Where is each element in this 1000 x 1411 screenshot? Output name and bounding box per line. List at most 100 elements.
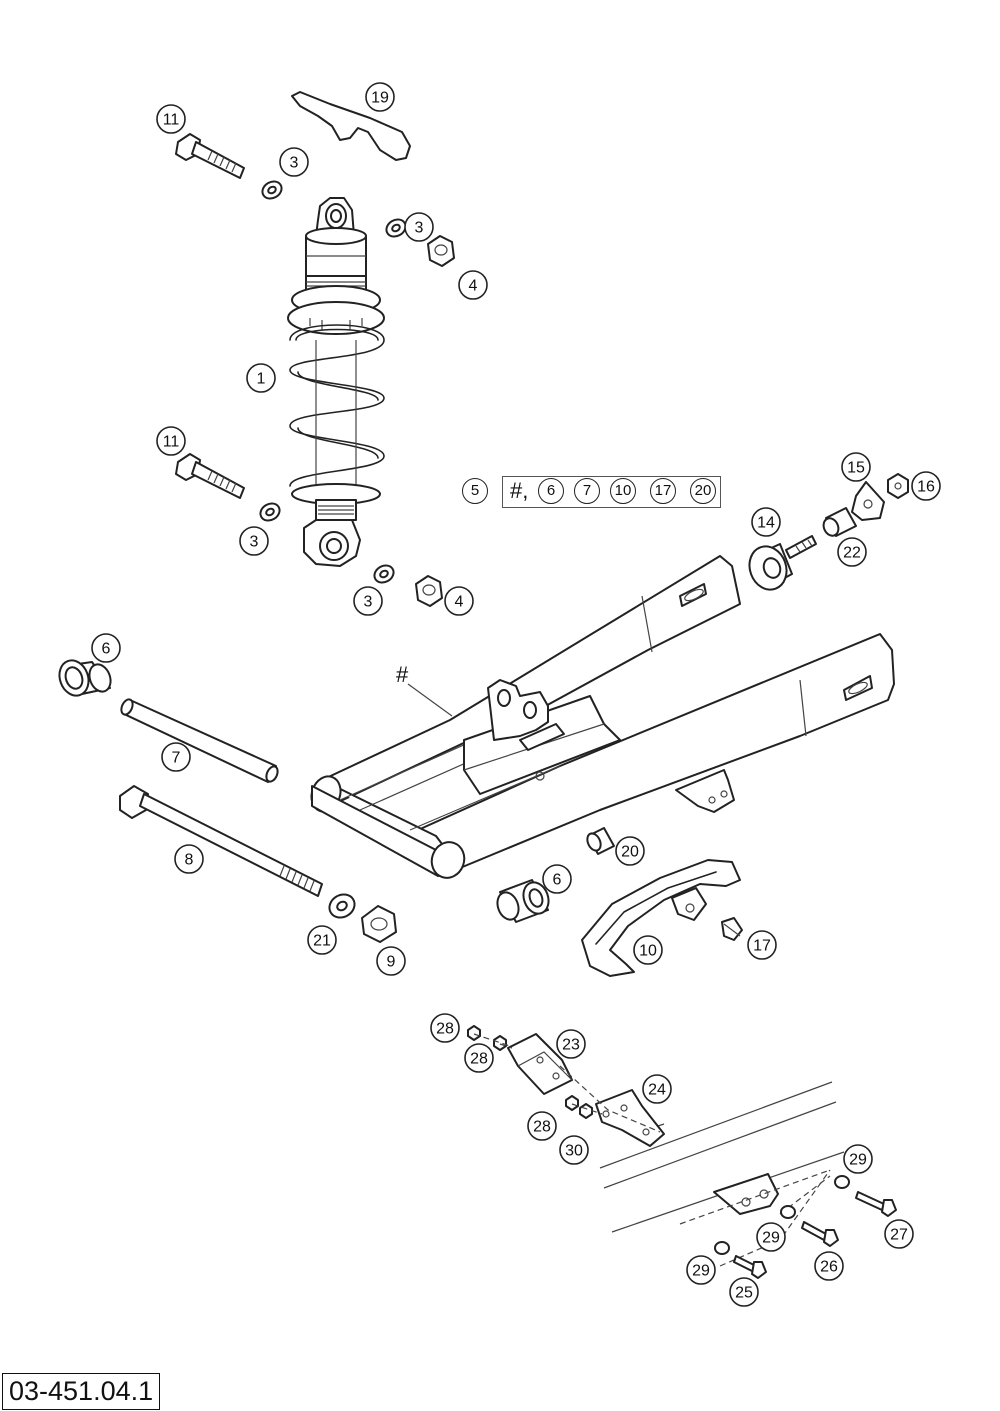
callout-c3a: 3 bbox=[279, 147, 309, 177]
callout-c7: 7 bbox=[161, 742, 191, 772]
screw-27-part bbox=[855, 1191, 897, 1217]
callout-circle bbox=[884, 1219, 914, 1249]
kit-item-20: 20 bbox=[690, 478, 716, 504]
callout-c24: 24 bbox=[642, 1074, 672, 1104]
callout-circle bbox=[353, 586, 383, 616]
callout-label: 28 bbox=[470, 1051, 488, 1068]
callout-c17: 17 bbox=[747, 930, 777, 960]
callout-label: 29 bbox=[692, 1263, 710, 1280]
callout-circle bbox=[642, 1074, 672, 1104]
callout-circle bbox=[458, 270, 488, 300]
chain-roller-part bbox=[748, 535, 817, 591]
callout-circle bbox=[91, 633, 121, 663]
callout-c27: 27 bbox=[884, 1219, 914, 1249]
callout-circle bbox=[843, 1144, 873, 1174]
callout-circle bbox=[615, 836, 645, 866]
callout-c19a: 19 bbox=[365, 82, 395, 112]
callout-label: 28 bbox=[436, 1021, 454, 1038]
callout-c11a: 11 bbox=[156, 104, 186, 134]
plate-24-part bbox=[595, 1089, 665, 1147]
callout-circle bbox=[156, 104, 186, 134]
washer-upper-right bbox=[385, 218, 407, 238]
washer-29-c bbox=[714, 1241, 730, 1255]
callout-c3d: 3 bbox=[353, 586, 383, 616]
callout-circle bbox=[365, 82, 395, 112]
assembly-leader bbox=[407, 683, 453, 717]
washer-29-a bbox=[834, 1175, 850, 1189]
washer-upper-left bbox=[261, 180, 283, 200]
chain-slider-part bbox=[581, 859, 741, 977]
washer-lower-left bbox=[259, 502, 281, 522]
pivot-bolt-part bbox=[119, 785, 323, 897]
callout-c28c: 28 bbox=[527, 1111, 557, 1141]
callout-label: 22 bbox=[843, 545, 861, 562]
callout-label: 3 bbox=[364, 594, 373, 611]
callout-label: 29 bbox=[762, 1230, 780, 1247]
callout-label: 23 bbox=[562, 1037, 580, 1054]
callout-circle bbox=[307, 925, 337, 955]
callout-label: 28 bbox=[533, 1119, 551, 1136]
callout-c28b: 28 bbox=[464, 1043, 494, 1073]
callout-label: 25 bbox=[735, 1285, 753, 1302]
callout-circle bbox=[542, 864, 572, 894]
callout-label: 30 bbox=[565, 1143, 583, 1160]
bush-6-left-part bbox=[58, 659, 112, 697]
callout-circle bbox=[174, 844, 204, 874]
callout-label: 11 bbox=[163, 434, 180, 451]
callout-c29b: 29 bbox=[756, 1222, 786, 1252]
callout-c15: 15 bbox=[841, 452, 871, 482]
swingarm-part bbox=[310, 555, 895, 879]
nut-16-part bbox=[887, 473, 909, 499]
nut-lower bbox=[415, 575, 443, 607]
nut-28-c bbox=[565, 1095, 579, 1111]
callout-label: 8 bbox=[185, 852, 194, 869]
callout-label: 20 bbox=[621, 844, 639, 861]
callout-circle bbox=[686, 1255, 716, 1285]
callout-label: 16 bbox=[917, 479, 935, 496]
callout-c9: 9 bbox=[376, 946, 406, 976]
callout-c21: 21 bbox=[307, 925, 337, 955]
bracket-15-part bbox=[851, 481, 885, 521]
callout-circle bbox=[729, 1277, 759, 1307]
callout-label: 19 bbox=[371, 90, 389, 107]
kit-item-17: 17 bbox=[650, 478, 676, 504]
lower-bolt-part bbox=[175, 453, 245, 499]
callout-c14: 14 bbox=[751, 507, 781, 537]
nut-28-b bbox=[493, 1035, 507, 1051]
callout-c16: 16 bbox=[911, 471, 941, 501]
callout-label: 21 bbox=[313, 933, 331, 950]
kit-number: 5 bbox=[462, 478, 488, 504]
shock-absorber-part bbox=[287, 197, 385, 567]
callout-c23: 23 bbox=[556, 1029, 586, 1059]
callout-c6b: 6 bbox=[542, 864, 572, 894]
callout-label: 17 bbox=[753, 938, 771, 955]
callout-c28a: 28 bbox=[430, 1013, 460, 1043]
washer-29-b bbox=[780, 1205, 796, 1219]
callout-label: 4 bbox=[469, 278, 478, 295]
callout-label: 6 bbox=[102, 641, 111, 658]
callout-circle bbox=[756, 1222, 786, 1252]
callout-circle bbox=[559, 1135, 589, 1165]
callout-label: 3 bbox=[415, 220, 424, 237]
callout-label: 4 bbox=[455, 594, 464, 611]
callout-label: 9 bbox=[387, 954, 396, 971]
kit-item-7: 7 bbox=[574, 478, 600, 504]
callout-c29c: 29 bbox=[686, 1255, 716, 1285]
callout-c3c: 3 bbox=[239, 526, 269, 556]
callout-label: 6 bbox=[553, 872, 562, 889]
callout-c3b: 3 bbox=[404, 212, 434, 242]
callout-c6a: 6 bbox=[91, 633, 121, 663]
nut-9-part bbox=[361, 905, 397, 943]
callout-label: 3 bbox=[290, 155, 299, 172]
callout-label: 27 bbox=[890, 1227, 908, 1244]
callout-circle bbox=[464, 1043, 494, 1073]
callout-circle bbox=[556, 1029, 586, 1059]
callout-label: 7 bbox=[172, 750, 181, 767]
callout-label: 15 bbox=[847, 460, 865, 477]
callout-c29a: 29 bbox=[843, 1144, 873, 1174]
callout-circle bbox=[279, 147, 309, 177]
callout-circle bbox=[837, 537, 867, 567]
